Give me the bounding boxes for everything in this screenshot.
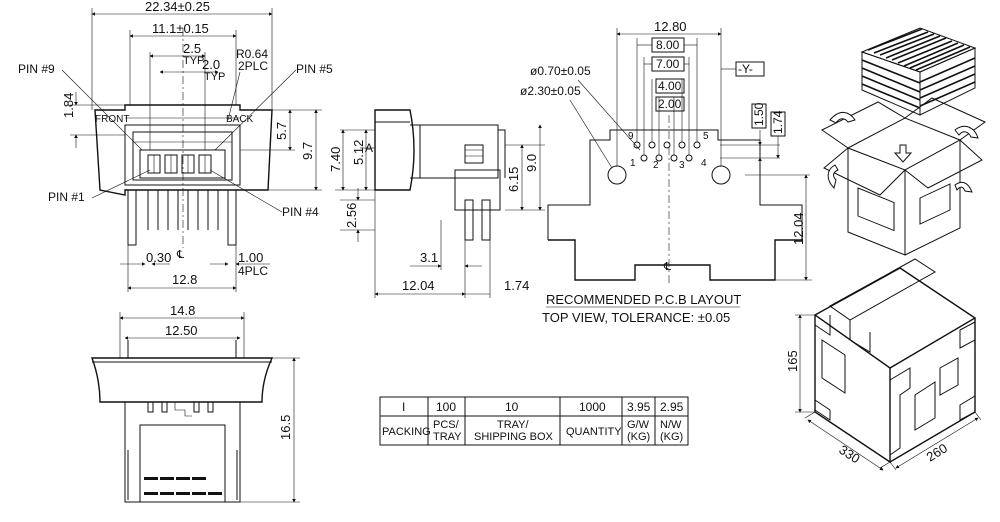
front-port-inner	[132, 131, 233, 181]
dim-1-84: 1.84	[61, 93, 76, 118]
table-r2-c5b: (KG)	[627, 431, 650, 443]
dim-5-12: 5.12	[351, 140, 366, 165]
front-legs	[127, 189, 237, 246]
dim-7-00: 7.00	[656, 57, 680, 71]
hole-small-dim: ø0.70±0.05	[530, 64, 591, 78]
pin1-label: PIN #1	[48, 190, 85, 204]
table-r2-c2b: TRAY	[433, 431, 462, 443]
radius-label: R0.64	[236, 47, 268, 61]
dim-pin-space-note: TYP	[204, 71, 225, 83]
dim-9-7: 9.7	[300, 142, 315, 160]
side-view: A 7.40 5.12 6.15 9.0 2.56 3.1 12.04 1.74	[328, 109, 545, 298]
dim-overall-width: 22.34±0.25	[145, 0, 210, 14]
pcb-pin-2: 2	[653, 160, 659, 171]
side-latch	[464, 144, 484, 164]
dim-16-5: 16.5	[278, 415, 293, 440]
table-r1-c3: 10	[505, 400, 519, 414]
dim-1-00-note: 4PLC	[238, 264, 268, 278]
dim-6-15: 6.15	[506, 167, 521, 192]
front-marking: FRONT	[95, 114, 129, 125]
table-r2-c6a: N/W	[660, 419, 682, 431]
dim-12-04-pcb: 12.04	[791, 212, 806, 245]
pcb-centerline: ℄	[663, 261, 671, 273]
table-r1-c5: 3.95	[627, 400, 651, 414]
dim-0-30: 0.30	[146, 250, 171, 265]
dim-14-8: 14.8	[170, 303, 195, 318]
table-r2-c1: PACKING	[382, 426, 431, 438]
pin5-label: PIN #5	[296, 62, 333, 76]
table-r2-c4: QUANTITY	[566, 426, 622, 438]
pcb-caption-1: RECOMMENDED P.C.B LAYOUT	[546, 292, 741, 307]
tray-box-illustration	[821, 27, 986, 256]
carton-height: 165	[785, 350, 800, 372]
table-r1-c6: 2.95	[660, 400, 684, 414]
table-r1-c2: 100	[436, 400, 456, 414]
side-leg	[464, 199, 474, 241]
open-box	[821, 97, 986, 256]
pin4-label: PIN #4	[282, 205, 319, 219]
pcb-mount-hole-right	[711, 165, 731, 185]
table-r2-c3b: SHIPPING BOX	[474, 431, 554, 443]
front-centerline-label: ℄	[176, 249, 184, 261]
pcb-mount-hole-left	[607, 165, 627, 185]
bottom-view: 14.8 12.50 16.5	[91, 303, 300, 503]
pcb-pin-1: 1	[630, 158, 636, 169]
pcb-bottom-edge	[548, 239, 802, 281]
hole-large-dim: ø2.30±0.05	[520, 84, 581, 98]
dim-8-00: 8.00	[656, 38, 680, 52]
pcb-caption-2: TOP VIEW, TOLERANCE: ±0.05	[542, 310, 730, 325]
dim-12-8: 12.8	[172, 272, 197, 287]
dim-7-40: 7.40	[328, 147, 343, 172]
front-port-cavity	[139, 149, 226, 179]
pcb-pin-4: 4	[701, 158, 707, 169]
pcb-pin-9: 9	[628, 131, 634, 142]
dim-5-7: 5.7	[274, 122, 289, 140]
side-housing	[374, 109, 415, 191]
dim-4-00: 4.00	[658, 79, 682, 93]
shipping-carton: 165 330 260	[785, 258, 982, 471]
dim-3-1: 3.1	[420, 250, 438, 265]
dim-9-0: 9.0	[524, 154, 539, 172]
table-r2-c3a: TRAY/	[497, 419, 530, 431]
table-r2-c5a: G/W	[627, 419, 650, 431]
front-pin-contacts	[147, 154, 212, 174]
dim-inner-width: 11.1±0.15	[152, 21, 209, 36]
table-r2-c6b: (KG)	[660, 431, 683, 443]
carton-width: 260	[924, 440, 950, 464]
dim-12-04-side: 12.04	[402, 278, 435, 293]
carton-length: 330	[836, 442, 862, 466]
dim-1-74-pcb: 1.74	[771, 110, 785, 134]
dim-pin-pitch-note: TYP	[183, 55, 204, 67]
pcb-layout: 9 5 1 2 3 4 ℄ 12.80 8.00 7.00 4.00 2.00 …	[520, 19, 812, 325]
dim-1-50: 1.50	[752, 102, 766, 126]
tray-stack	[860, 27, 977, 116]
dim-12-50: 12.50	[165, 323, 198, 338]
dim-pin-space: 2.0	[202, 57, 220, 72]
radius-note: 2PLC	[238, 59, 268, 73]
dim-2-00: 2.00	[658, 97, 682, 111]
dim-12-80: 12.80	[654, 19, 687, 34]
dim-pin-pitch: 2.5	[183, 41, 201, 56]
dim-1-74-side: 1.74	[504, 278, 529, 293]
dim-1-00: 1.00	[238, 250, 263, 265]
bottom-flange	[91, 357, 274, 403]
table-r2-c2a: PCS/	[433, 419, 460, 431]
pcb-datum: -Y-	[738, 62, 753, 76]
bottom-body	[124, 401, 241, 503]
table-r1-c1: I	[402, 400, 405, 414]
back-marking: BACK	[226, 114, 254, 125]
front-port-outline	[124, 124, 241, 186]
pcb-pin-3: 3	[679, 160, 685, 171]
pcb-outline	[547, 129, 803, 240]
front-view: ℄ 22.34±0.25 11.1±0.15 2.5 TYP 2.0 TYP R…	[18, 0, 333, 292]
bottom-pins	[127, 401, 238, 500]
dim-2-56: 2.56	[344, 203, 359, 228]
pin9-label: PIN #9	[18, 62, 55, 76]
pcb-pin-5: 5	[703, 131, 709, 142]
table-r1-c4: 1000	[579, 400, 606, 414]
packing-table: I 100 10 1000 3.95 2.95 PACKING PCS/ TRA…	[379, 396, 689, 446]
